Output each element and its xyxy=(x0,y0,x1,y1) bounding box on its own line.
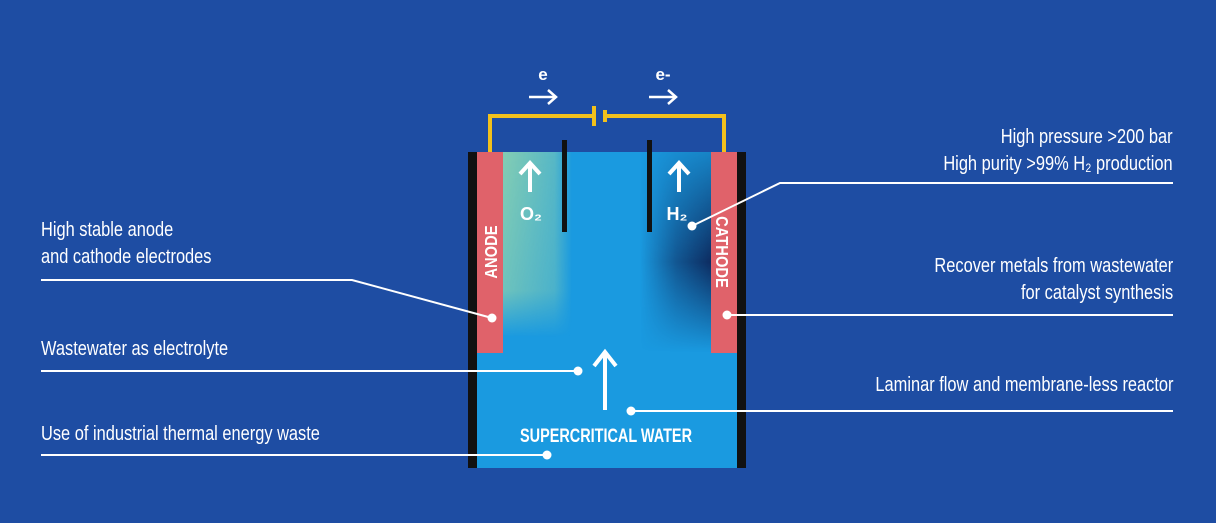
cathode-label: CATHODE xyxy=(712,216,732,288)
label-purity: High purity >99% H₂ production xyxy=(943,153,1173,175)
label-electrodes-line-1: High stable anode xyxy=(41,219,174,241)
label-electrolyte: Wastewater as electrolyte xyxy=(41,336,228,363)
label-flow: Laminar flow and membrane-less reactor xyxy=(875,372,1173,399)
battery-plate-long xyxy=(592,106,596,126)
reactor-wall-right xyxy=(737,152,746,468)
leader-purity-dot xyxy=(687,221,697,231)
label-thermal-text: Use of industrial thermal energy waste xyxy=(41,423,320,445)
external-wire-right xyxy=(606,114,726,152)
h2-label: H₂ xyxy=(667,204,688,224)
label-electrodes: High stable anode and cathode electrodes xyxy=(41,217,212,271)
label-flow-text: Laminar flow and membrane-less reactor xyxy=(874,374,1173,396)
label-thermal: Use of industrial thermal energy waste xyxy=(41,421,320,448)
electron-arrow-right-icon xyxy=(649,89,678,105)
leader-flow-dot xyxy=(626,406,636,416)
supercritical-water-label: SUPERCRITICAL WATER xyxy=(520,426,692,447)
cathode-electrode xyxy=(711,152,737,353)
label-metals: Recover metals from wastewater for catal… xyxy=(934,253,1173,307)
o2-label: O₂ xyxy=(520,204,542,224)
leader-electrodes xyxy=(41,279,493,319)
label-electrodes-line-2: and cathode electrodes xyxy=(41,246,212,268)
electron-arrow-left-icon xyxy=(529,89,558,105)
label-metals-line-1: Recover metals from wastewater xyxy=(934,255,1173,277)
o2-glow xyxy=(502,152,572,337)
leader-electrolyte-dot xyxy=(573,366,583,376)
external-wire xyxy=(488,114,593,152)
leader-purity xyxy=(691,182,1173,227)
separator-right xyxy=(647,140,652,232)
label-metals-line-2: for catalyst synthesis xyxy=(1020,282,1173,304)
leader-thermal-dot xyxy=(542,450,552,460)
electron-label-left: e xyxy=(538,65,547,84)
reactor-wall-left xyxy=(468,152,477,468)
flow-up-arrow-icon xyxy=(592,348,618,410)
leader-metals-dot xyxy=(722,310,732,320)
label-pressure-purity: High pressure >200 bar High purity >99% … xyxy=(944,124,1173,178)
o2-up-arrow-icon xyxy=(518,160,542,192)
battery-plate-short xyxy=(603,110,607,122)
leader-electrodes-dot xyxy=(487,313,497,323)
h2-up-arrow-icon xyxy=(667,160,691,192)
separator-left xyxy=(562,140,567,232)
electron-label-right: e- xyxy=(655,65,670,84)
anode-label: ANODE xyxy=(482,225,502,278)
label-pressure: High pressure >200 bar xyxy=(1001,126,1173,148)
label-electrolyte-text: Wastewater as electrolyte xyxy=(41,338,229,360)
